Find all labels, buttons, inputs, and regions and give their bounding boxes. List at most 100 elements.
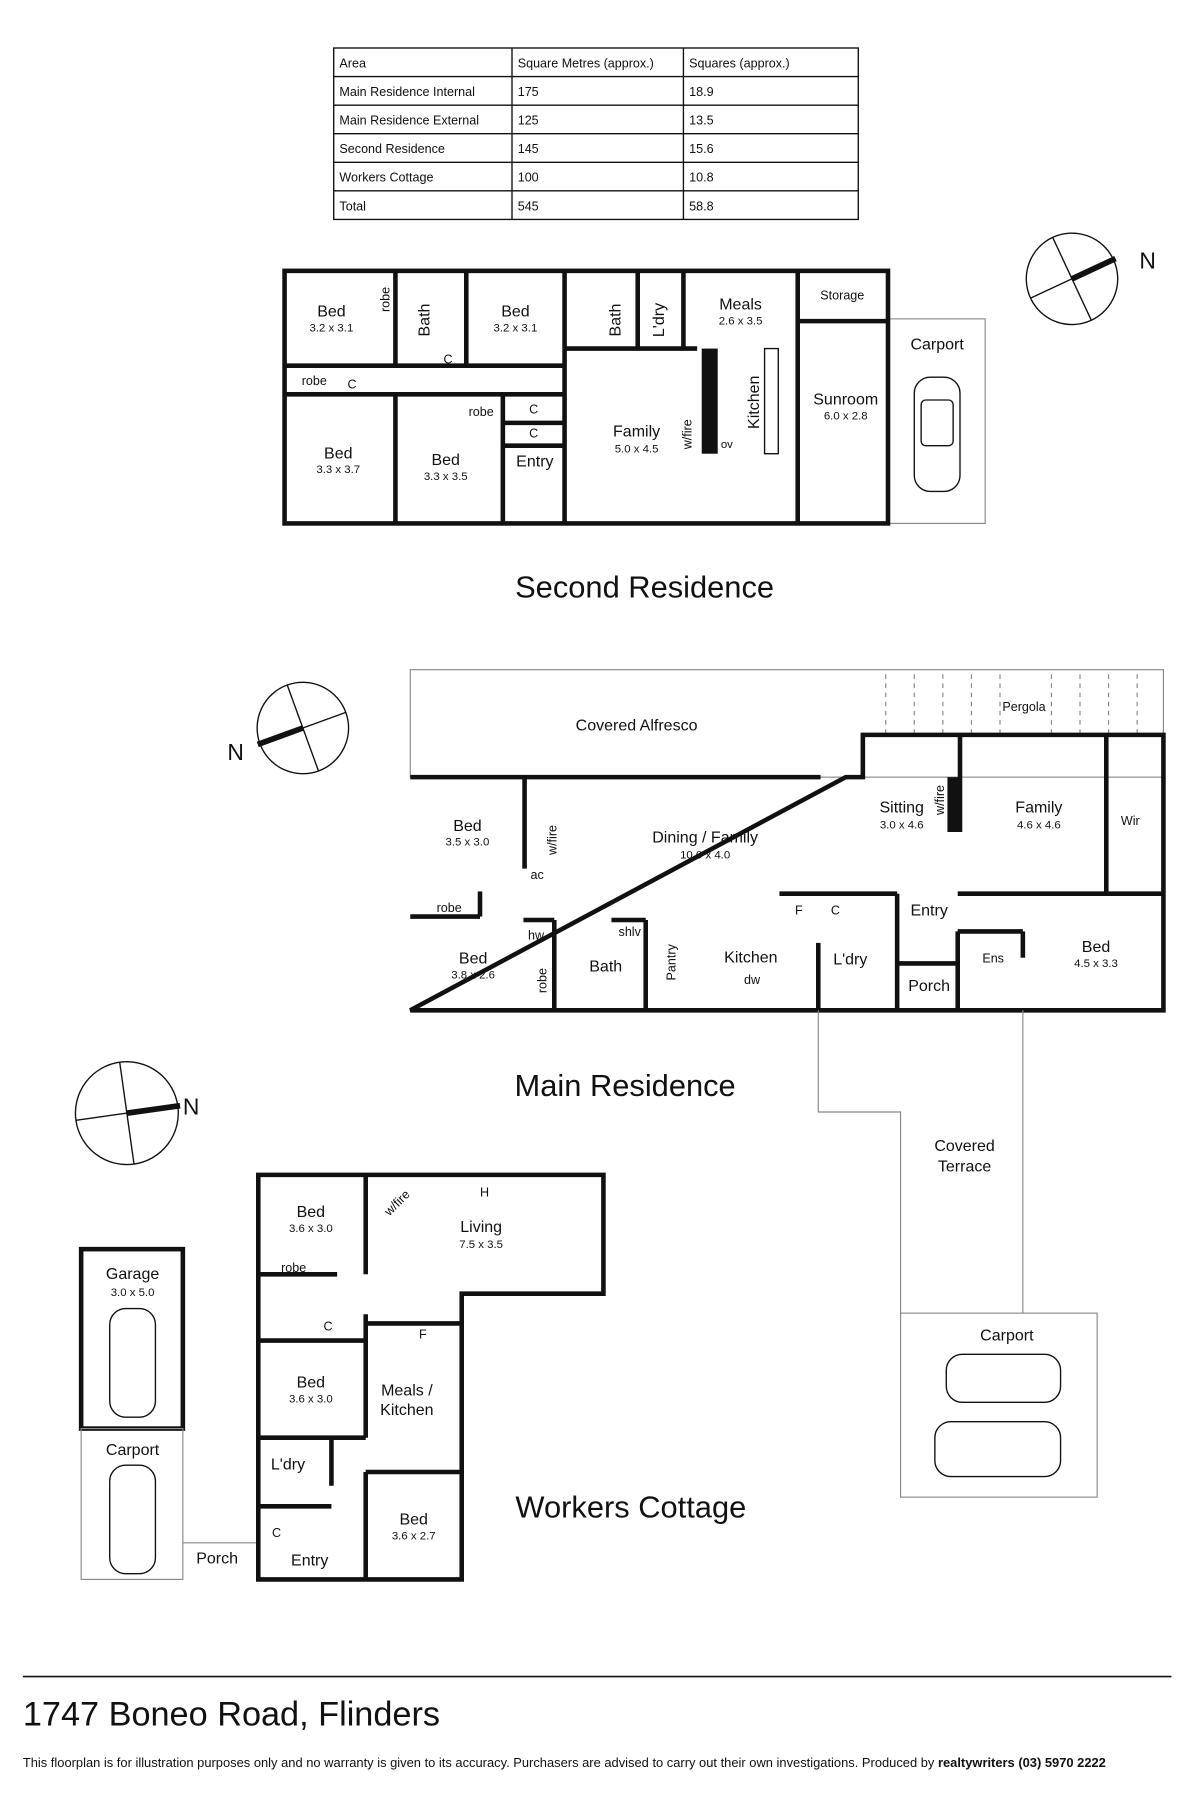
room-size: 3.6 x 3.0: [289, 1223, 333, 1235]
room-label: Family: [1015, 800, 1062, 817]
compass-second: [1025, 232, 1119, 326]
room-label: robe: [281, 1261, 306, 1275]
room-label: Bath: [417, 304, 434, 337]
room-label: Garage: [106, 1266, 159, 1283]
north-arrow-icon: [256, 725, 304, 748]
car-icon: [934, 1353, 1062, 1478]
room-label: Pantry: [664, 943, 678, 980]
room-label: shlv: [619, 925, 642, 939]
room-label: Wir: [1121, 814, 1140, 828]
room-size: 3.6 x 2.7: [392, 1530, 436, 1542]
section-title: Main Residence: [515, 1068, 736, 1103]
room-label: robe: [302, 374, 327, 388]
room-size: 10.0 x 4.0: [680, 849, 730, 861]
cell: 58.8: [689, 199, 713, 213]
room-label: Bed: [459, 950, 487, 967]
room-label: Porch: [196, 1550, 238, 1567]
property-address: 1747 Boneo Road, Flinders: [23, 1696, 440, 1734]
room-label: Kitchen: [746, 376, 763, 429]
room-label: Ens: [982, 951, 1004, 965]
room-label: Covered Alfresco: [576, 717, 698, 734]
cell: 13.5: [689, 114, 713, 128]
room-label: robe: [535, 968, 549, 993]
room-label: robe: [379, 287, 393, 312]
car-icon: [913, 376, 961, 493]
compass-main: [256, 681, 350, 775]
cell: Main Residence Internal: [339, 85, 474, 99]
room-label: Entry: [516, 453, 553, 470]
second-residence-plan: Bed 3.2 x 3.1 robe Bath C Bed 3.2 x 3.1 …: [282, 268, 986, 526]
north-arrow-icon: [1070, 255, 1117, 282]
area-table: Area Square Metres (approx.) Squares (ap…: [333, 47, 859, 221]
disclaimer: This floorplan is for illustration purpo…: [23, 1755, 1106, 1770]
room-label: Sunroom: [813, 392, 878, 409]
room-size: 3.5 x 3.0: [446, 837, 490, 849]
room-label: Carport: [106, 1442, 160, 1459]
room-label: C: [443, 352, 452, 366]
cell: Total: [339, 199, 366, 213]
room-label: Bed: [317, 304, 345, 321]
room-label: robe: [437, 901, 462, 915]
cell: 125: [518, 114, 539, 128]
main-residence-plan: Covered Alfresco Pergola Bed 3.5 x 3.0 w…: [409, 669, 1166, 1498]
room-label: F: [419, 1327, 427, 1341]
room-label: L'dry: [271, 1457, 305, 1474]
table-row: Total 545 58.8: [339, 199, 713, 213]
cell: 145: [518, 142, 539, 156]
room-label: Bath: [608, 304, 625, 337]
room-size: 5.0 x 4.5: [615, 444, 659, 456]
room-label: w/fire: [381, 1187, 413, 1219]
room-label: C: [272, 1526, 281, 1540]
room-label: Bed: [324, 445, 352, 462]
room-label: Carport: [980, 1328, 1034, 1345]
room-label: Bed: [399, 1512, 427, 1529]
room-label: Kitchen: [380, 1402, 433, 1419]
room-label: Bed: [297, 1374, 325, 1391]
room-label: Bed: [297, 1204, 325, 1221]
room-label: C: [529, 427, 538, 441]
room-label: F: [795, 903, 803, 917]
room-label: Meals: [719, 297, 762, 314]
room-label: Bath: [589, 958, 622, 975]
room-size: 4.5 x 3.3: [1074, 958, 1118, 970]
north-label: N: [1139, 248, 1156, 274]
north-label: N: [227, 739, 244, 765]
room-label: ov: [721, 439, 733, 451]
north-arrow-icon: [126, 1102, 181, 1116]
room-label: hw: [528, 928, 545, 942]
workers-cottage-plan: Bed 3.6 x 3.0 w/fire H Living 7.5 x 3.5 …: [78, 1172, 606, 1582]
room-label: Terrace: [938, 1158, 991, 1175]
room-size: 3.2 x 3.1: [494, 322, 538, 334]
room-label: C: [347, 378, 356, 392]
room-size: 6.0 x 2.8: [824, 410, 868, 422]
producer-credit: realtywriters (03) 5970 2222: [938, 1755, 1106, 1770]
room-label: Dining / Family: [652, 829, 758, 846]
section-title: Workers Cottage: [515, 1490, 746, 1525]
room-label: Bed: [453, 818, 481, 835]
room-label: Kitchen: [724, 949, 777, 966]
cell: 18.9: [689, 85, 713, 99]
room-size: 3.8 x 2.6: [451, 969, 495, 981]
room-label: Meals /: [381, 1382, 433, 1399]
cell: 100: [518, 171, 539, 185]
compass-cottage: [74, 1061, 181, 1166]
room-label: Family: [613, 424, 660, 441]
cell: 545: [518, 199, 539, 213]
room-label: H: [480, 1186, 489, 1200]
room-label: w/fire: [680, 419, 694, 450]
room-size: 2.6 x 3.5: [719, 316, 763, 328]
room-size: 4.6 x 4.6: [1017, 820, 1061, 832]
room-label: L'dry: [833, 952, 867, 969]
room-label: Bed: [431, 452, 459, 469]
north-label: N: [183, 1093, 200, 1119]
room-label: Porch: [908, 978, 950, 995]
table-header: Area Square Metres (approx.) Squares (ap…: [339, 56, 789, 70]
cell: Second Residence: [339, 142, 444, 156]
cell: 10.8: [689, 171, 713, 185]
room-label: Covered: [934, 1138, 994, 1155]
